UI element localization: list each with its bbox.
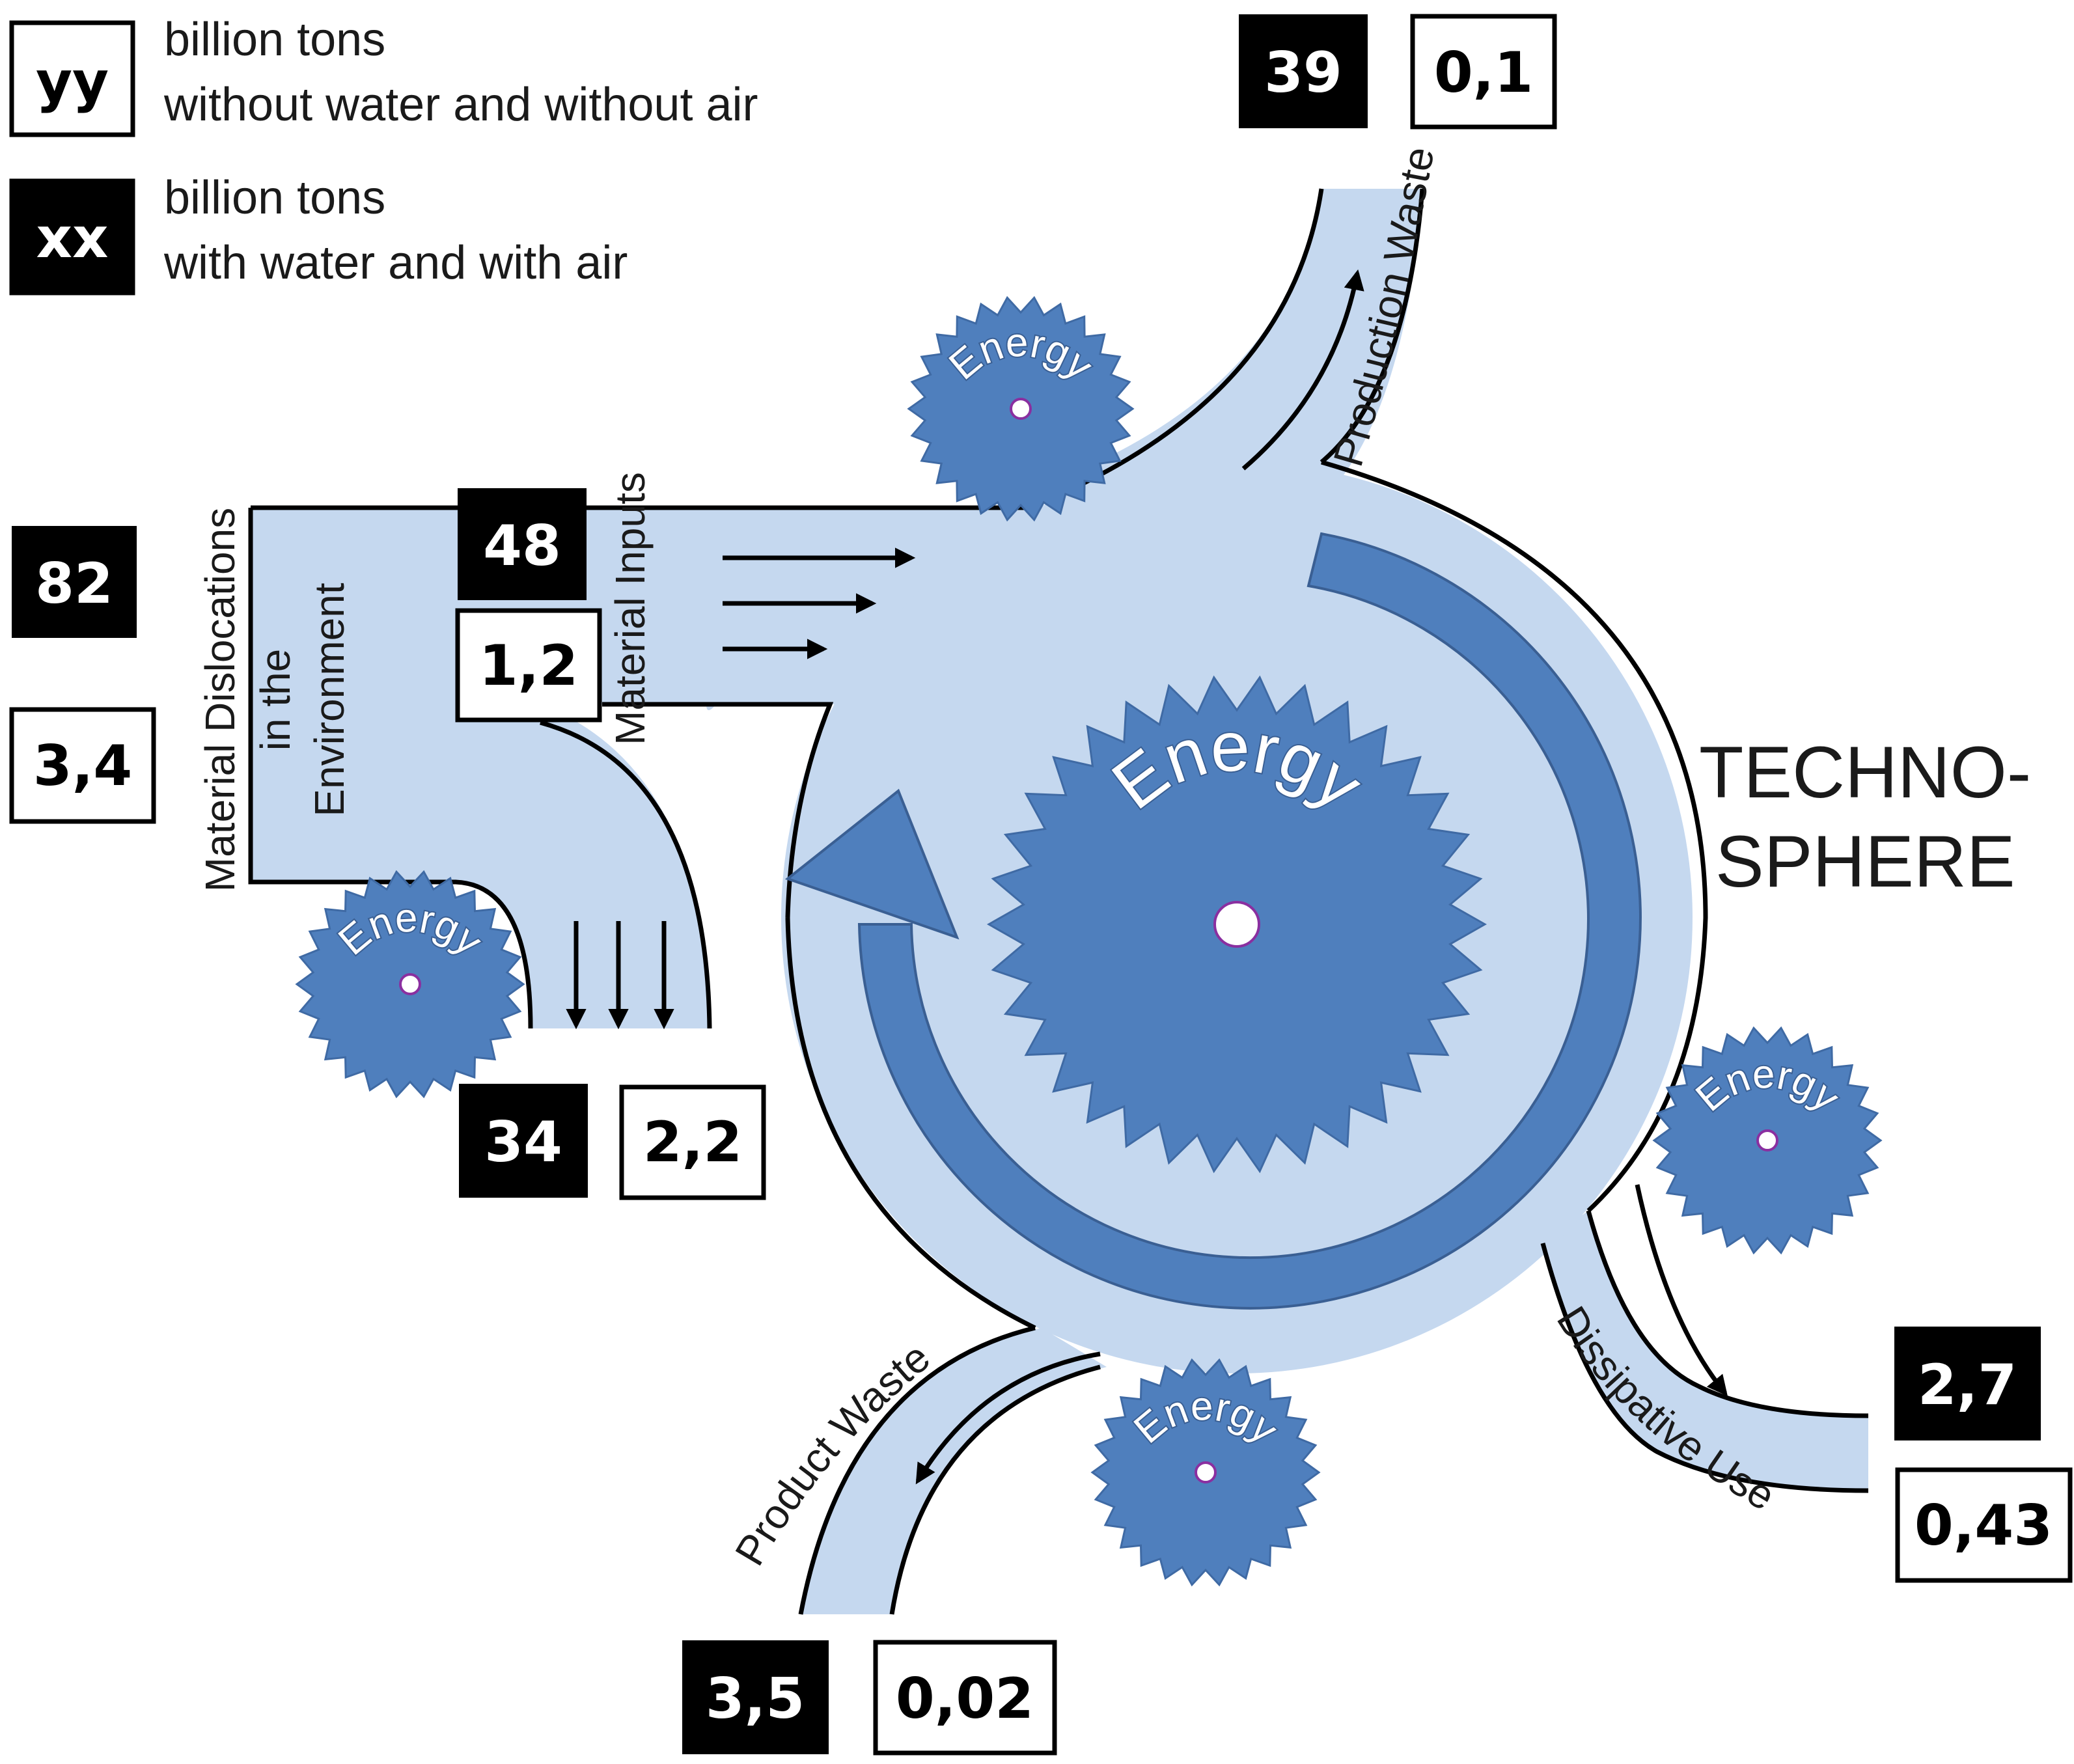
dislocations-white-box [9, 707, 156, 824]
dislocations-black-box [12, 526, 137, 638]
product-waste-white-box [873, 1640, 1057, 1756]
returned-black-box [459, 1084, 588, 1198]
legend-black-line1: billion tons [164, 172, 385, 224]
dissipative-use-black-box [1894, 1327, 2041, 1440]
energy-gear-returned: Energy [295, 870, 525, 1099]
title-line1: TECHNO- [1699, 732, 2031, 813]
dissipative-use-without-water-air: 0,43 [1915, 1493, 2053, 1558]
product-waste-without-water-air: 0,02 [896, 1666, 1034, 1731]
central-energy-gear [986, 675, 1487, 1174]
production-waste-with-water-air: 39 [1264, 40, 1342, 105]
gear-hub-icon [1195, 1461, 1217, 1483]
legend-black-line2: with water and with air [163, 237, 628, 289]
energy-gear-production: Energy [907, 296, 1135, 522]
returned-white-box [619, 1084, 766, 1200]
value-boxes: 82 3,4 48 1,2 34 2,2 39 0,1 2,7 0,43 3,5… [9, 14, 2073, 1756]
cycle-arrow [784, 532, 1642, 1310]
product-waste-black-box [682, 1640, 829, 1754]
legend-white-box [9, 20, 135, 137]
energy-gear-dissipative: Energy [1652, 1026, 1883, 1255]
dislocations-flow [251, 508, 1029, 1028]
product-waste-flow [801, 1328, 1107, 1614]
dissipative-use-flow [1543, 1211, 1868, 1491]
energy-gear-product: Energy [1090, 1358, 1321, 1587]
dislocations-label-line1: Material Dislocations [197, 508, 243, 892]
flow-arrows [566, 269, 1728, 1485]
legend-white-line2: without water and without air [163, 79, 758, 131]
returned-without-water-air: 2,2 [643, 1110, 742, 1175]
cycle-arrow-head [784, 788, 960, 940]
legend: yy billion tons without water and withou… [9, 14, 758, 296]
dissipative-use-arrow [1635, 1184, 1728, 1396]
production-waste-without-water-air: 0,1 [1434, 40, 1533, 105]
title-line2: SPHERE [1715, 821, 2015, 902]
inputs-with-water-air: 48 [483, 514, 561, 579]
flow-outlines [248, 188, 1869, 1615]
product-waste-arrow [915, 1351, 1101, 1485]
cycle-arrow-body [857, 532, 1642, 1310]
product-waste-with-water-air: 3,5 [706, 1666, 805, 1731]
production-waste-arrow [1241, 269, 1364, 471]
inputs-without-water-air: 1,2 [479, 633, 578, 698]
legend-black-box [9, 178, 135, 296]
production-waste-white-box [1410, 14, 1557, 130]
gear-hub-icon [1213, 901, 1260, 948]
returned-with-water-air: 34 [484, 1110, 562, 1175]
dissipative-use-with-water-air: 2,7 [1918, 1353, 2017, 1418]
legend-white-line1: billion tons [164, 14, 385, 66]
inputs-label: Material Inputs [607, 472, 654, 745]
production-waste-black-box [1239, 14, 1368, 128]
inputs-white-box [455, 608, 602, 723]
legend-black-box-key: xx [36, 206, 109, 271]
gear-hub-icon [1756, 1129, 1778, 1151]
technosphere-title: TECHNO- SPHERE [1699, 732, 2031, 902]
production-waste-flow [1016, 189, 1422, 501]
dissipative-use-white-box [1895, 1467, 2073, 1583]
dislocations-without-water-air: 3,4 [33, 734, 132, 799]
dislocations-label-line2: in the [252, 649, 299, 751]
legend-white-box-key: yy [36, 49, 109, 115]
dislocations-with-water-air: 82 [35, 551, 113, 616]
gear-hub-icon [1010, 398, 1032, 420]
inputs-black-box [458, 488, 587, 600]
gear-hub-icon [399, 973, 421, 995]
dislocations-label-line3: Environment [306, 583, 353, 817]
